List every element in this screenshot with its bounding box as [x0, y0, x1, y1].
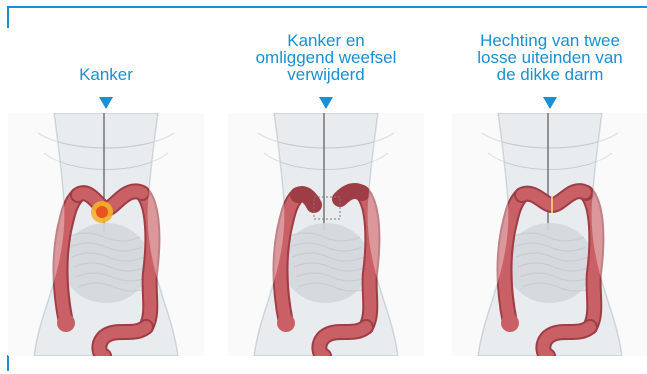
panel-anastomosis: Hechting van twee losse uiteinden van de…	[452, 0, 647, 374]
appendix-cecum	[501, 314, 519, 332]
panel-caption: Hechting van twee losse uiteinden van de…	[452, 32, 647, 83]
colon-illustration-joined	[452, 113, 647, 356]
down-triangle-icon	[543, 97, 557, 109]
panel-resection: Kanker en omliggend weefsel verwijderd	[228, 0, 424, 374]
panel-caption: Kanker en omliggend weefsel verwijderd	[228, 32, 424, 83]
appendix-cecum	[57, 314, 75, 332]
colon-transverse-right	[340, 191, 362, 199]
colon-illustration-resected	[228, 113, 424, 356]
appendix-cecum	[277, 314, 295, 332]
tumor-core	[96, 206, 108, 218]
down-triangle-icon	[319, 97, 333, 109]
colon-illustration-cancer	[8, 113, 204, 356]
panel-cancer: Kanker	[8, 0, 204, 374]
panel-caption: Kanker	[8, 66, 204, 83]
down-triangle-icon	[99, 97, 113, 109]
